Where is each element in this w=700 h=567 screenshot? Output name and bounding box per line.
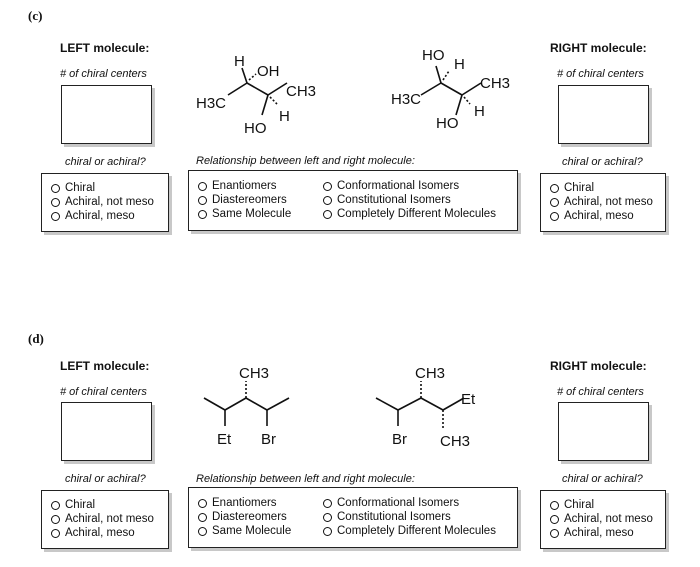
right-chirality-prompt: chiral or achiral?: [562, 473, 643, 485]
option-chiral[interactable]: Chiral: [550, 499, 594, 511]
left-molecule-title: LEFT molecule:: [60, 359, 150, 373]
label-Br: Br: [261, 431, 276, 448]
right-molecule-title: RIGHT molecule:: [550, 41, 647, 55]
radio-icon: [51, 211, 60, 221]
left-chirality-prompt: chiral or achiral?: [65, 473, 146, 485]
label-CH3: CH3: [239, 365, 269, 382]
option-achiral-not-meso[interactable]: Achiral, not meso: [550, 513, 653, 525]
left-chiral-centers-label: # of chiral centers: [60, 386, 147, 398]
radio-icon: [198, 209, 207, 219]
radio-icon: [323, 195, 332, 205]
label-CH3: CH3: [286, 83, 316, 100]
right-chirality-options: Chiral Achiral, not meso Achiral, meso: [540, 490, 666, 549]
radio-icon: [198, 512, 207, 522]
option-achiral-not-meso[interactable]: Achiral, not meso: [550, 196, 653, 208]
label-HO: HO: [422, 47, 445, 64]
radio-icon: [198, 498, 207, 508]
radio-icon: [198, 526, 207, 536]
option-conformational-isomers[interactable]: Conformational Isomers: [323, 180, 459, 192]
radio-icon: [51, 183, 60, 193]
option-achiral-not-meso[interactable]: Achiral, not meso: [51, 196, 154, 208]
option-chiral[interactable]: Chiral: [550, 182, 594, 194]
right-molecule-title: RIGHT molecule:: [550, 359, 647, 373]
option-completely-different-molecules[interactable]: Completely Different Molecules: [323, 525, 496, 537]
radio-icon: [198, 181, 207, 191]
radio-icon: [51, 500, 60, 510]
option-achiral-meso[interactable]: Achiral, meso: [550, 527, 634, 539]
label-H3C: H3C: [391, 91, 421, 108]
label-H3C: H3C: [196, 95, 226, 112]
right-chirality-prompt: chiral or achiral?: [562, 156, 643, 168]
left-chirality-prompt: chiral or achiral?: [65, 156, 146, 168]
label-Et: Et: [461, 391, 476, 408]
option-diastereomers[interactable]: Diastereomers: [198, 194, 287, 206]
radio-icon: [550, 528, 559, 538]
label-HO-bottom: HO: [436, 115, 459, 132]
relationship-prompt: Relationship between left and right mole…: [196, 473, 415, 485]
relationship-prompt: Relationship between left and right mole…: [196, 155, 415, 167]
left-chiral-centers-answer-box[interactable]: [61, 402, 152, 461]
option-enantiomers[interactable]: Enantiomers: [198, 497, 277, 509]
option-chiral[interactable]: Chiral: [51, 499, 95, 511]
relationship-options: Enantiomers Diastereomers Same Molecule …: [188, 170, 518, 231]
radio-icon: [51, 514, 60, 524]
option-same-molecule[interactable]: Same Molecule: [198, 208, 291, 220]
radio-icon: [323, 526, 332, 536]
left-molecule-title: LEFT molecule:: [60, 41, 150, 55]
option-constitutional-isomers[interactable]: Constitutional Isomers: [323, 511, 451, 523]
left-chiral-centers-answer-box[interactable]: [61, 85, 152, 144]
option-same-molecule[interactable]: Same Molecule: [198, 525, 291, 537]
label-H: H: [234, 53, 245, 70]
radio-icon: [550, 211, 559, 221]
label-HO: HO: [244, 120, 267, 137]
option-conformational-isomers[interactable]: Conformational Isomers: [323, 497, 459, 509]
label-H-bottom: H: [474, 103, 485, 120]
label-OH: OH: [257, 63, 280, 80]
option-completely-different-molecules[interactable]: Completely Different Molecules: [323, 208, 496, 220]
label-CH3: CH3: [480, 75, 510, 92]
option-diastereomers[interactable]: Diastereomers: [198, 511, 287, 523]
label-H-bottom: H: [279, 108, 290, 125]
radio-icon: [323, 209, 332, 219]
label-Et: Et: [217, 431, 232, 448]
right-chirality-options: Chiral Achiral, not meso Achiral, meso: [540, 173, 666, 232]
radio-icon: [550, 514, 559, 524]
part-label-d: (d): [28, 331, 44, 346]
option-achiral-not-meso[interactable]: Achiral, not meso: [51, 513, 154, 525]
radio-icon: [51, 528, 60, 538]
label-CH3: CH3: [415, 365, 445, 382]
right-chiral-centers-answer-box[interactable]: [558, 402, 649, 461]
relationship-options: Enantiomers Diastereomers Same Molecule …: [188, 487, 518, 548]
left-chiral-centers-label: # of chiral centers: [60, 68, 147, 80]
option-enantiomers[interactable]: Enantiomers: [198, 180, 277, 192]
right-chiral-centers-label: # of chiral centers: [557, 68, 644, 80]
radio-icon: [550, 197, 559, 207]
label-Br: Br: [392, 431, 407, 448]
option-achiral-meso[interactable]: Achiral, meso: [51, 527, 135, 539]
left-chirality-options: Chiral Achiral, not meso Achiral, meso: [41, 490, 169, 549]
radio-icon: [198, 195, 207, 205]
left-chirality-options: Chiral Achiral, not meso Achiral, meso: [41, 173, 169, 232]
part-label-c: (c): [28, 8, 43, 23]
option-chiral[interactable]: Chiral: [51, 182, 95, 194]
label-CH3-bottom: CH3: [440, 433, 470, 450]
radio-icon: [323, 512, 332, 522]
label-H: H: [454, 56, 465, 73]
right-chiral-centers-answer-box[interactable]: [558, 85, 649, 144]
radio-icon: [323, 181, 332, 191]
radio-icon: [550, 500, 559, 510]
radio-icon: [323, 498, 332, 508]
option-achiral-meso[interactable]: Achiral, meso: [51, 210, 135, 222]
option-constitutional-isomers[interactable]: Constitutional Isomers: [323, 194, 451, 206]
right-chiral-centers-label: # of chiral centers: [557, 386, 644, 398]
option-achiral-meso[interactable]: Achiral, meso: [550, 210, 634, 222]
radio-icon: [51, 197, 60, 207]
radio-icon: [550, 183, 559, 193]
